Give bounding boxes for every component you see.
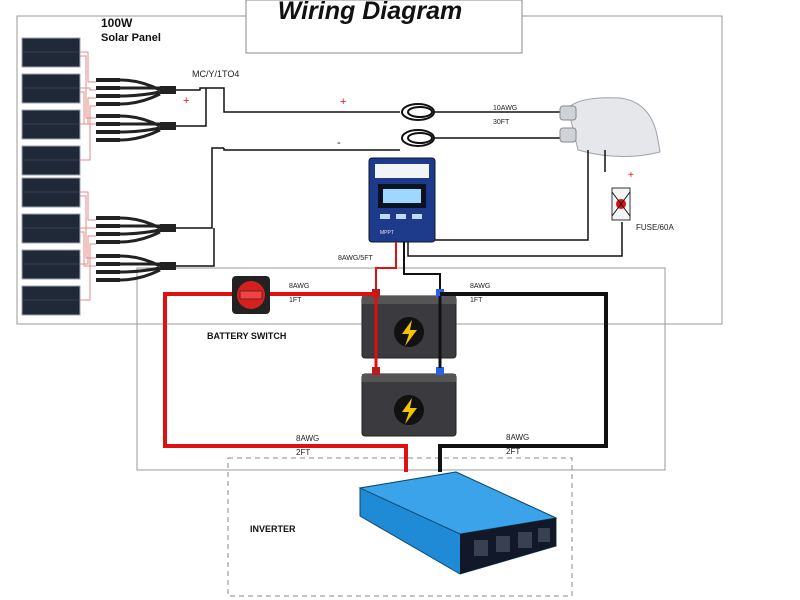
bolt-icon — [402, 398, 417, 424]
cable-coil-icon — [401, 103, 435, 147]
fuse-label: FUSE/60A — [636, 223, 674, 232]
box-to-controller-wires — [402, 150, 623, 257]
fuse-icon — [611, 187, 631, 221]
charge-controller: MPPT — [368, 157, 436, 243]
solar-panel — [21, 177, 81, 208]
inverter — [358, 471, 558, 575]
battery-frame — [136, 267, 666, 471]
controller-brand: MPPT — [380, 230, 394, 236]
battery — [361, 367, 457, 437]
left-top-cable-length: 1FT — [289, 297, 302, 304]
bottom-left-cable-length: 2FT — [296, 448, 310, 457]
main-negative-wire — [438, 292, 608, 472]
solar-panel-array — [21, 37, 81, 316]
controller-cable-label: 8AWG/5FT — [338, 255, 373, 262]
battery-interconnect — [374, 296, 442, 368]
negative-sign: - — [337, 137, 341, 149]
branch-connector — [96, 78, 176, 106]
top-cable-gauge: 10AWG — [493, 105, 517, 112]
positive-sign: + — [183, 95, 189, 107]
title-box — [245, 0, 523, 54]
solar-panel — [21, 73, 81, 104]
branch-connector — [96, 114, 176, 142]
branch-connector — [96, 216, 176, 244]
main-positive-wire — [163, 292, 408, 472]
left-top-cable-gauge: 8AWG — [289, 283, 309, 290]
inverter-label: INVERTER — [250, 524, 296, 534]
solar-panel — [21, 145, 81, 176]
battery — [361, 289, 457, 359]
controller-to-battery-wires — [375, 242, 441, 292]
connector-label: MC/Y/1TO4 — [192, 69, 239, 79]
inverter-frame — [227, 457, 573, 597]
right-top-cable-length: 1FT — [470, 297, 483, 304]
battery-switch-label: BATTERY SWITCH — [207, 331, 286, 341]
bottom-left-cable-gauge: 8AWG — [296, 434, 319, 443]
coil-to-box-wires — [434, 111, 570, 139]
top-cable-length: 30FT — [493, 119, 510, 126]
bottom-right-cable-gauge: 8AWG — [506, 433, 529, 442]
page-title: Wiring Diagram — [278, 0, 463, 25]
panel-leads — [80, 51, 96, 301]
solar-panel — [21, 109, 81, 140]
battery-switch-icon — [232, 276, 270, 314]
panel-label-power: 100W — [101, 16, 133, 30]
solar-panel — [21, 249, 81, 280]
fuse-plus-sign: + — [628, 170, 634, 181]
positive-sign: + — [340, 96, 346, 108]
bolt-icon — [402, 320, 417, 346]
solar-panel — [21, 285, 81, 316]
right-top-cable-gauge: 8AWG — [470, 283, 490, 290]
branch-connector — [96, 254, 176, 282]
bottom-right-cable-length: 2FT — [506, 447, 520, 456]
panel-bus-wires — [176, 87, 400, 267]
solar-panel — [21, 213, 81, 244]
solar-panel — [21, 37, 81, 68]
panel-label-name: Solar Panel — [101, 32, 161, 44]
entry-gland-box — [559, 97, 661, 157]
